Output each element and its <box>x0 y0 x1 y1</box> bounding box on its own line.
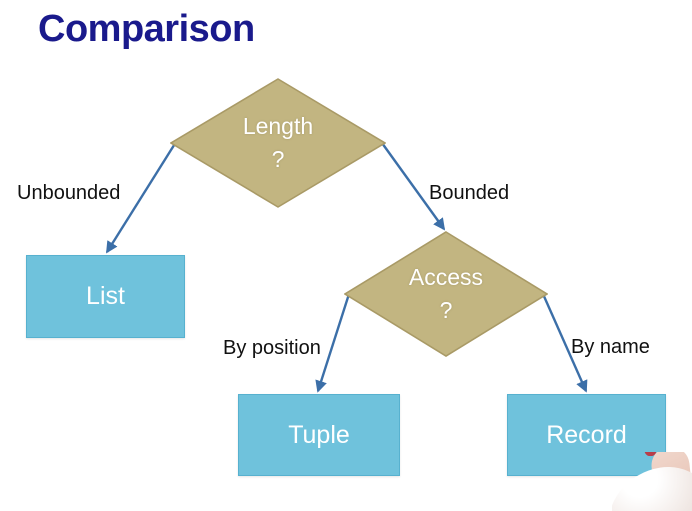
diamond-shape <box>344 231 548 357</box>
diamond-shape <box>170 78 386 208</box>
edge-label-by-name: By name <box>571 336 650 358</box>
edge-label-bounded: Bounded <box>429 182 510 204</box>
edge-label-unbounded: Unbounded <box>17 182 121 204</box>
terminal-node-list[interactable]: List <box>26 255 185 338</box>
page-title: Comparison <box>38 8 255 50</box>
decision-node-length[interactable]: Length ? <box>170 78 386 208</box>
edge-access-tuple <box>315 293 351 393</box>
terminal-node-record[interactable]: Record <box>507 394 666 476</box>
terminal-node-tuple[interactable]: Tuple <box>238 394 400 476</box>
edge-access-record <box>541 293 588 393</box>
edge-label-by-position: By position <box>223 337 321 359</box>
edge-length-list <box>105 141 178 254</box>
edge-length-access <box>381 142 446 231</box>
decision-node-access[interactable]: Access ? <box>344 231 548 357</box>
